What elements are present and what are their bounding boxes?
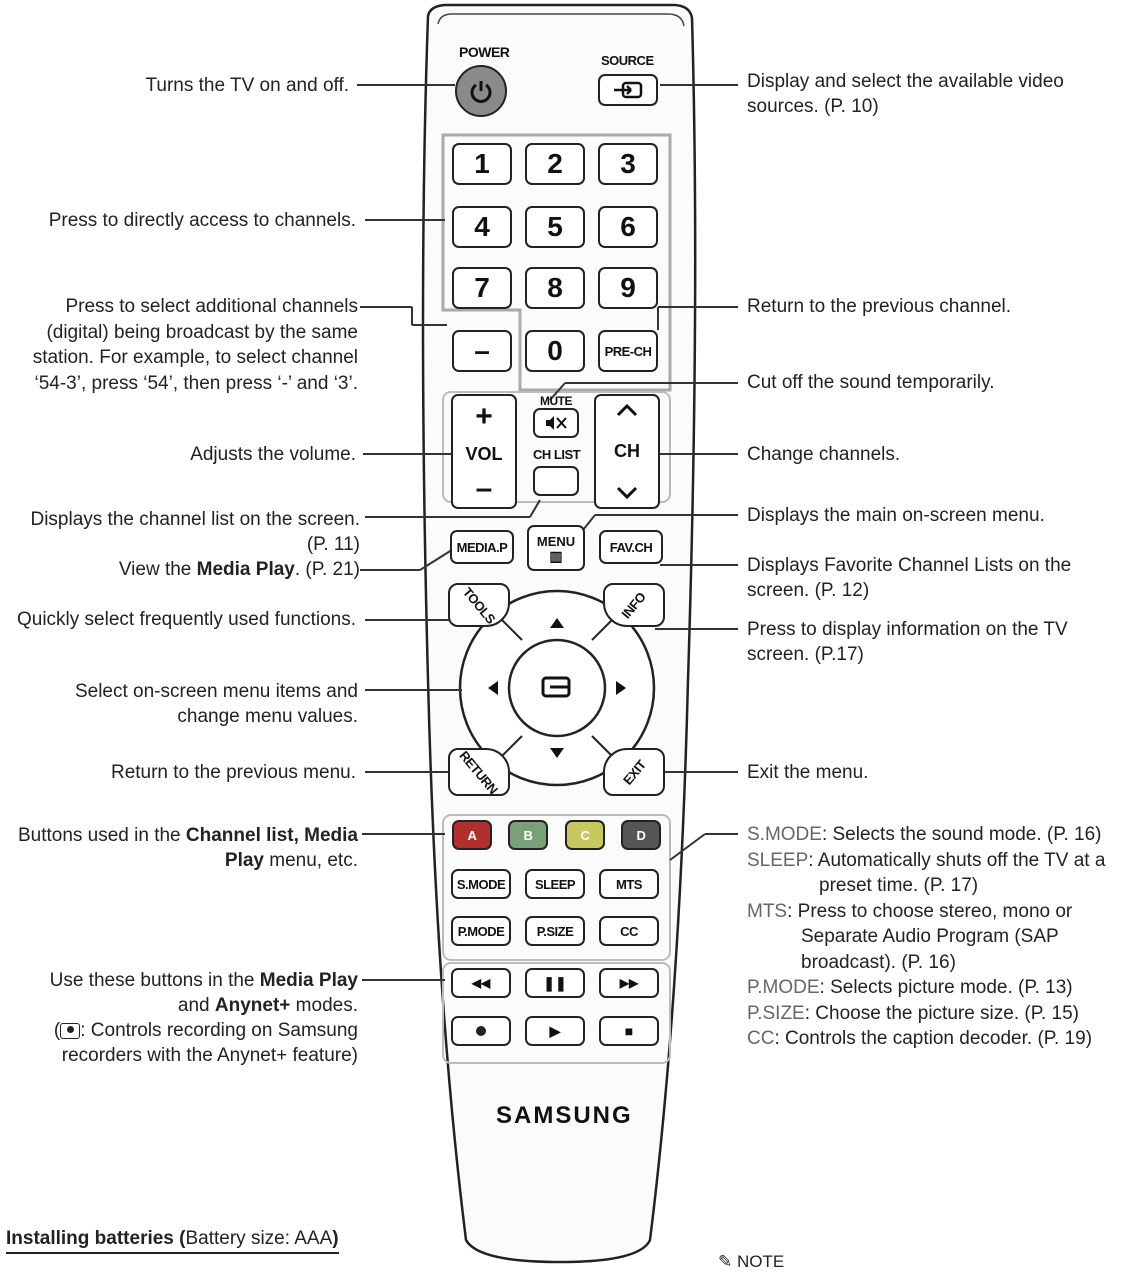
mts-button[interactable]: MTS (599, 869, 659, 899)
return-label: RETURN (456, 747, 502, 797)
caption-chlist: Displays the channel list on the screen.… (30, 509, 360, 580)
enter-icon (541, 676, 571, 698)
caption-arrows: Select on-screen menu items and change m… (74, 681, 358, 727)
rewind-icon: ◀◀ (471, 976, 491, 990)
digit-5-button[interactable]: 5 (525, 206, 585, 248)
record-key-icon (60, 1022, 81, 1039)
digit-3-button[interactable]: 3 (598, 143, 658, 185)
pencil-icon: ✎ (718, 1252, 733, 1271)
caption-prech: Return to the previous channel. (747, 296, 1012, 317)
play-icon: ▶ (549, 1022, 561, 1039)
fast-forward-icon: ▶▶ (619, 976, 639, 990)
chlist-label: CH LIST (533, 447, 581, 462)
menu-button[interactable]: MENU ▥ (527, 525, 585, 571)
digit-4-button[interactable]: 4 (452, 206, 512, 248)
caption-function-keys: S.MODE: Selects the sound mode. (P. 16) … (747, 824, 1106, 1049)
digit-8-button[interactable]: 8 (525, 267, 585, 309)
channel-down-icon[interactable] (615, 485, 639, 501)
source-icon (614, 81, 643, 99)
digit-7-button[interactable]: 7 (452, 267, 512, 309)
volume-label: VOL (465, 444, 503, 464)
volume-rocker[interactable]: + VOL – (451, 394, 517, 509)
caption-power: Turns the TV on and off. (145, 75, 350, 96)
return-button[interactable]: RETURN (448, 748, 510, 796)
play-button[interactable]: ▶ (525, 1016, 585, 1046)
caption-dash: Press to select additional channels (dig… (32, 296, 358, 394)
arrow-up-icon (550, 618, 564, 628)
info-button[interactable]: INFO (603, 583, 665, 627)
pmode-button[interactable]: P.MODE (451, 916, 511, 946)
arrow-left-icon (488, 681, 498, 695)
caption-color: Buttons used in the Channel list, Media … (17, 825, 358, 871)
psize-button[interactable]: P.SIZE (525, 916, 585, 946)
rewind-button[interactable]: ◀◀ (451, 968, 511, 998)
caption-tools: Quickly select frequently used functions… (16, 609, 356, 630)
favch-button[interactable]: FAV.CH (599, 530, 663, 564)
caption-mute: Cut off the sound temporarily. (747, 372, 995, 393)
section-title: Installing batteries (Battery size: AAA) (6, 1228, 339, 1254)
stop-button[interactable]: ■ (599, 1016, 659, 1046)
mute-button[interactable] (533, 408, 579, 438)
menu-icon: ▥ (549, 547, 563, 564)
color-c-button[interactable]: C (565, 820, 605, 850)
volume-down-icon[interactable]: – (475, 472, 493, 505)
dash-button[interactable]: – (452, 330, 512, 372)
menu-label: MENU (536, 533, 576, 549)
power-button[interactable] (455, 65, 507, 117)
tools-label: TOOLS (459, 584, 499, 626)
caption-channel: Change channels. (747, 444, 901, 465)
arrow-right-icon (616, 681, 626, 695)
caption-playback: Use these buttons in the Media Play and … (49, 970, 358, 1066)
fast-forward-button[interactable]: ▶▶ (599, 968, 659, 998)
caption-menu: Displays the main on-screen menu. (747, 505, 1045, 526)
caption-exit: Exit the menu. (747, 762, 869, 783)
info-label: INFO (618, 589, 650, 621)
source-label: SOURCE (601, 53, 654, 68)
channel-up-icon[interactable] (615, 402, 639, 418)
smode-button[interactable]: S.MODE (451, 869, 511, 899)
color-d-button[interactable]: D (621, 820, 661, 850)
digit-0-button[interactable]: 0 (525, 330, 585, 372)
caption-info: Press to display information on the TV s… (747, 619, 1068, 665)
prech-button[interactable]: PRE-CH (598, 330, 658, 372)
volume-up-icon[interactable]: + (475, 400, 493, 433)
caption-numbers: Press to directly access to channels. (48, 210, 356, 231)
caption-return: Return to the previous menu. (110, 762, 356, 783)
mediap-button[interactable]: MEDIA.P (450, 530, 514, 564)
power-label: POWER (459, 44, 510, 60)
stop-icon: ■ (624, 1023, 634, 1039)
mute-icon (546, 416, 567, 430)
chlist-button[interactable] (533, 466, 579, 496)
channel-rocker[interactable]: CH (594, 394, 660, 509)
sleep-button[interactable]: SLEEP (525, 869, 585, 899)
digit-9-button[interactable]: 9 (598, 267, 658, 309)
source-button[interactable] (598, 74, 658, 106)
note-heading: ✎ NOTE (718, 1252, 785, 1271)
pause-button[interactable]: ❚❚ (525, 968, 585, 998)
pause-icon: ❚❚ (543, 974, 567, 991)
digit-1-button[interactable]: 1 (452, 143, 512, 185)
digit-2-button[interactable]: 2 (525, 143, 585, 185)
tools-button[interactable]: TOOLS (448, 583, 510, 627)
mute-label: MUTE (540, 394, 573, 408)
cc-button[interactable]: CC (599, 916, 659, 946)
arrow-down-icon (550, 748, 564, 758)
power-icon (470, 81, 492, 103)
digit-6-button[interactable]: 6 (598, 206, 658, 248)
brand-logo: SAMSUNG (496, 1102, 633, 1129)
caption-favch: Displays Favorite Channel Lists on the s… (747, 555, 1072, 601)
color-b-button[interactable]: B (508, 820, 548, 850)
record-icon (476, 1026, 486, 1036)
exit-button[interactable]: EXIT (603, 748, 665, 796)
record-button[interactable] (451, 1016, 511, 1046)
caption-source: Display and select the available video s… (747, 71, 1064, 117)
caption-volume: Adjusts the volume. (190, 444, 356, 465)
exit-label: EXIT (619, 756, 649, 788)
channel-label: CH (614, 441, 640, 461)
color-a-button[interactable]: A (452, 820, 492, 850)
